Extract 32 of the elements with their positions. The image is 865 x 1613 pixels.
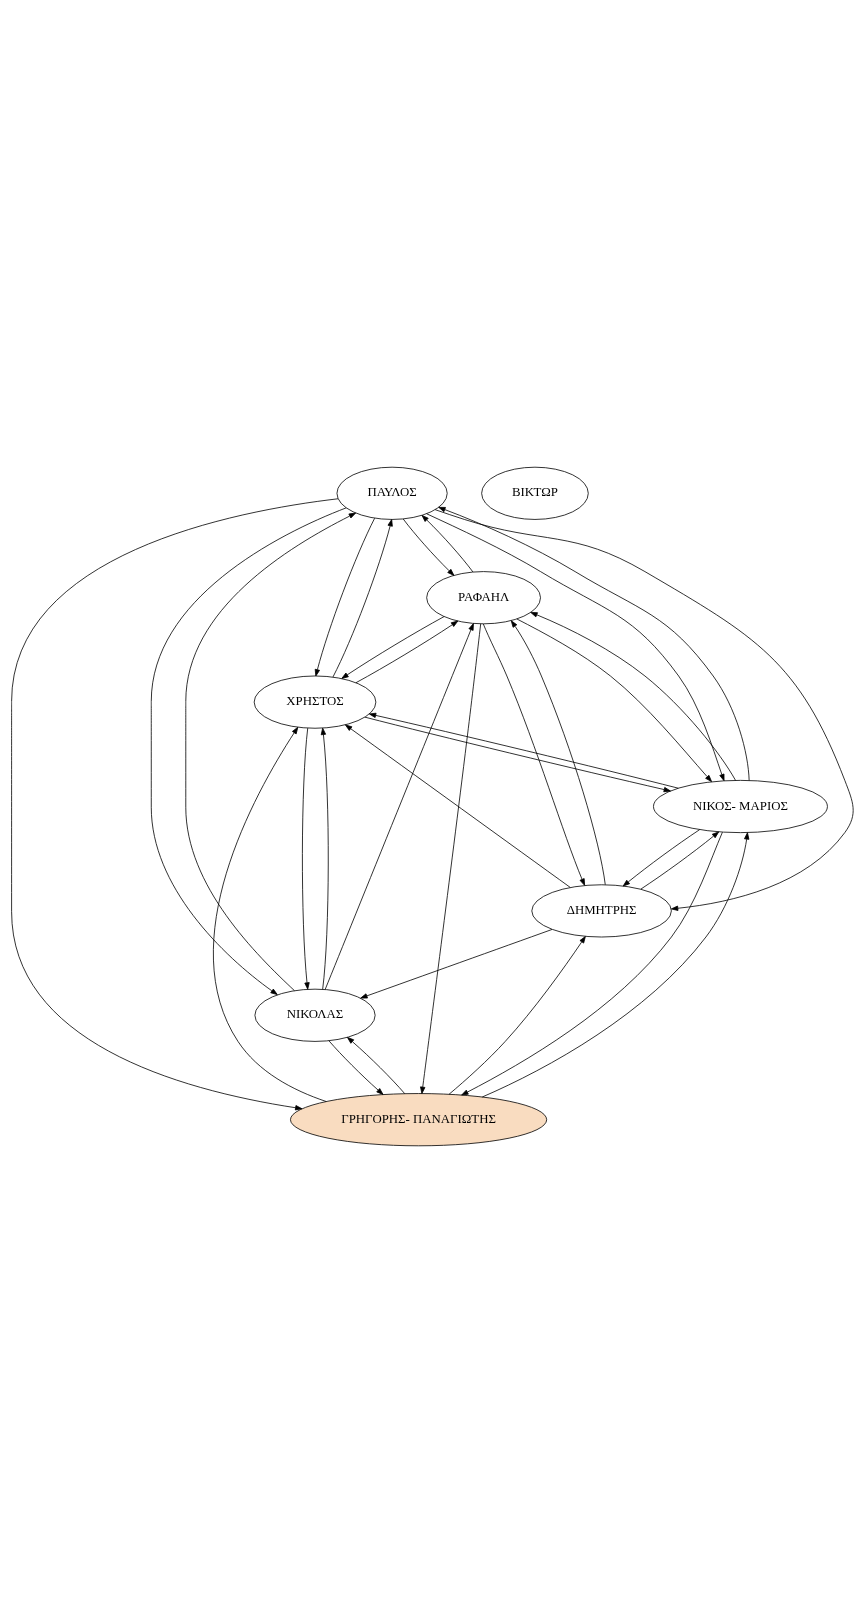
arrow <box>213 726 327 1102</box>
arrow <box>324 623 474 990</box>
arrow <box>421 515 474 573</box>
arrow <box>355 620 459 684</box>
arrow <box>302 727 310 990</box>
arrow <box>516 618 712 782</box>
arrow <box>328 1040 384 1095</box>
arrow <box>332 519 393 678</box>
arrow <box>11 498 339 1111</box>
arrow <box>510 620 606 886</box>
arrow <box>420 623 482 1094</box>
arrow <box>640 831 720 890</box>
arrow <box>320 727 329 990</box>
arrow <box>150 507 347 995</box>
arrow <box>341 616 445 679</box>
arrow <box>482 623 586 886</box>
arrow <box>185 512 356 992</box>
arrow <box>461 831 723 1096</box>
arrow <box>360 929 553 999</box>
node-ellipse: ΓΡΗΓΟΡΗΣ- ΠΑΝΑΓΙΩΤΗΣ <box>290 1093 548 1147</box>
arrow <box>622 829 701 887</box>
arrow <box>448 936 586 1095</box>
arrow <box>481 832 750 1098</box>
node-ellipse: ΝΙΚΟΣ- ΜΑΡΙΟΣ <box>653 779 828 834</box>
arrow <box>314 517 375 677</box>
arrow <box>347 1037 406 1094</box>
arrow <box>345 724 571 888</box>
node-ellipse: ΔΗΜΗΤΡΗΣ <box>531 884 672 938</box>
arrow <box>530 612 736 781</box>
arrow <box>434 509 854 911</box>
node-ellipse: ΒΙΚΤΩΡ <box>481 466 589 520</box>
arrow <box>402 518 455 576</box>
